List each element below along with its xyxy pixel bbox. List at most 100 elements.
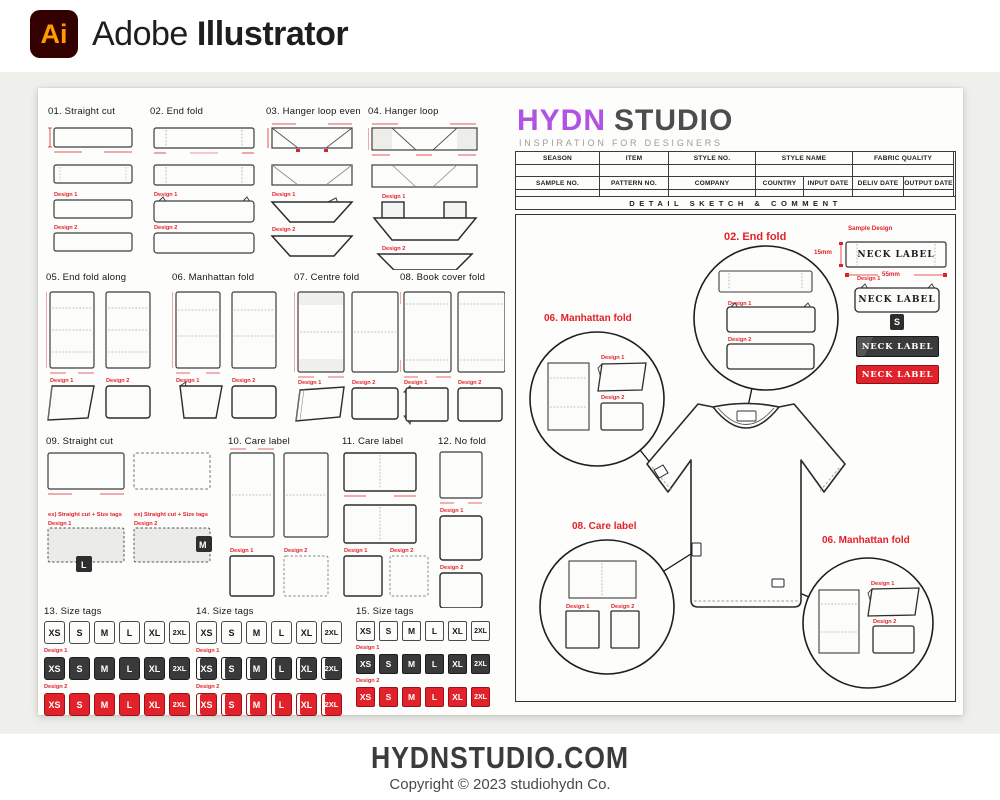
size-tag-l: L bbox=[119, 657, 140, 680]
size-tag-2xl: 2XL bbox=[471, 687, 490, 707]
svg-text:M: M bbox=[199, 540, 207, 550]
callout-circle-end-fold bbox=[693, 245, 839, 391]
svg-text:Design 1: Design 1 bbox=[382, 194, 405, 200]
size-tag-m: M bbox=[402, 687, 421, 707]
fold-diagram-end-fold: Design 1 Design 2 bbox=[153, 127, 255, 254]
svg-text:Design 2: Design 2 bbox=[440, 565, 463, 571]
spec-header-sample-no: SAMPLE NO. bbox=[516, 177, 600, 190]
spec-header-pattern-no: PATTERN NO. bbox=[600, 177, 669, 190]
studio-tagline: INSPIRATION FOR DESIGNERS bbox=[519, 138, 723, 148]
fold-diagram-hanger-loop-even: Design 1 Design 2 bbox=[267, 123, 354, 257]
size-tag-s: S bbox=[379, 654, 398, 674]
size-tag-xs: XS bbox=[356, 687, 375, 707]
size-tag-2xl: 2XL bbox=[321, 621, 342, 644]
spec-cell-empty bbox=[600, 165, 669, 177]
design-label: Design 1 bbox=[196, 648, 220, 654]
section-title: 11. Care label bbox=[342, 436, 404, 447]
svg-text:Design 2: Design 2 bbox=[382, 246, 405, 252]
fold-diagram-care-label: Design 1 Design 2 bbox=[229, 448, 329, 597]
section-11-care-label: 11. Care label Design 1 Design 2 bbox=[342, 436, 437, 600]
size-tag-xl: XL bbox=[296, 693, 317, 716]
section-08-book-cover-fold: 08. Book cover fold Design 1 Design 2 bbox=[400, 272, 505, 426]
section-title: 15. Size tags bbox=[356, 606, 414, 617]
size-tag-xs: XS bbox=[44, 657, 65, 680]
section-10-care-label: 10. Care label Design 1 Design 2 bbox=[228, 436, 338, 600]
svg-text:Design 2: Design 2 bbox=[458, 380, 481, 386]
size-tag-s: S bbox=[379, 687, 398, 707]
svg-text:ex) Straight cut + Size tags: ex) Straight cut + Size tags bbox=[48, 512, 122, 518]
svg-text:Design 1: Design 1 bbox=[871, 581, 894, 587]
adobe-illustrator-icon: Ai bbox=[30, 10, 78, 58]
tshirt-side-label-marker bbox=[691, 542, 702, 557]
callout-label-manhattan-left: 06. Manhattan fold bbox=[544, 313, 632, 324]
design-label: Design 2 bbox=[356, 678, 380, 684]
section-03-hanger-loop-even: 03. Hanger loop even Design 1 Design 2 bbox=[266, 106, 366, 258]
svg-text:Design 2: Design 2 bbox=[873, 619, 896, 625]
size-tag-xl: XL bbox=[296, 657, 317, 680]
svg-text:Design 2: Design 2 bbox=[390, 548, 413, 554]
studio-logo-accent: HYDN bbox=[517, 104, 607, 137]
size-tag-xl: XL bbox=[144, 693, 165, 716]
size-tag-xs: XS bbox=[196, 657, 217, 680]
section-06-manhattan-fold: 06. Manhattan fold Design 1 Design 2 bbox=[172, 272, 292, 426]
spec-header-deliv-date: DELIV DATE bbox=[853, 177, 904, 190]
section-title: 12. No fold bbox=[438, 436, 487, 447]
fold-diagram-straight-cut: Design 1 Design 2 bbox=[48, 127, 133, 252]
svg-text:ex) Straight cut + Size tags: ex) Straight cut + Size tags bbox=[134, 512, 208, 518]
svg-text:Design 2: Design 2 bbox=[352, 380, 375, 386]
size-tag-m: M bbox=[246, 657, 267, 680]
tshirt-neck-label-marker bbox=[736, 410, 757, 422]
svg-text:Design 1: Design 1 bbox=[298, 380, 321, 386]
size-tag-2xl: 2XL bbox=[169, 693, 190, 716]
size-tag-s: S bbox=[221, 693, 242, 716]
fold-diagram-manhattan-fold: Design 1 Design 2 bbox=[172, 291, 277, 419]
dim-width-label: 55mm bbox=[882, 271, 900, 278]
size-tag-l: L bbox=[119, 621, 140, 644]
section-07-centre-fold: 07. Centre fold Design 1 Design 2 bbox=[294, 272, 399, 426]
section-12-no-fold: 12. No fold Design 1 Design 2 bbox=[438, 436, 498, 608]
spec-header-company: COMPANY bbox=[669, 177, 756, 190]
svg-text:Design 2: Design 2 bbox=[232, 378, 255, 384]
spec-header-country: COUNTRY bbox=[756, 177, 804, 190]
size-tag-s: S bbox=[69, 693, 90, 716]
svg-text:L: L bbox=[81, 560, 87, 570]
spec-header-season: SEASON bbox=[516, 152, 600, 165]
callout-label-end-fold: 02. End fold bbox=[724, 231, 787, 243]
fold-diagram-straight-cut-example: ex) Straight cut + Size tags Design 1 L … bbox=[47, 452, 212, 572]
spec-cell-empty bbox=[516, 165, 600, 177]
section-title: 13. Size tags bbox=[44, 606, 102, 617]
size-tag-s: S bbox=[379, 621, 398, 641]
section-title: 07. Centre fold bbox=[294, 272, 360, 283]
dim-height-label: 15mm bbox=[814, 249, 832, 256]
svg-text:Design 1: Design 1 bbox=[154, 192, 177, 198]
fold-diagram-no-fold: Design 1 Design 2 bbox=[439, 451, 483, 608]
size-tag-s: S bbox=[890, 314, 904, 330]
section-title: 06. Manhattan fold bbox=[172, 272, 255, 283]
svg-text:Design 2: Design 2 bbox=[611, 604, 634, 610]
section-04-hanger-loop: 04. Hanger loop Design 1 Design 2 bbox=[368, 106, 483, 270]
size-tag-m: M bbox=[94, 693, 115, 716]
size-tag-s: S bbox=[221, 657, 242, 680]
size-tag-xl: XL bbox=[144, 621, 165, 644]
spec-header-item: ITEM bbox=[600, 152, 669, 165]
callout-circle-manhattan-left bbox=[529, 331, 665, 467]
size-tag-2xl: 2XL bbox=[169, 657, 190, 680]
tshirt-hem-label-marker bbox=[771, 578, 785, 588]
size-tag-xl: XL bbox=[448, 654, 467, 674]
section-title: 08. Book cover fold bbox=[400, 272, 486, 283]
size-tag-m: M bbox=[246, 621, 267, 644]
fold-diagram-hanger-loop: Design 1 Design 2 bbox=[368, 123, 478, 270]
size-tag-xl: XL bbox=[448, 687, 467, 707]
spec-cell-empty bbox=[669, 165, 756, 177]
svg-text:Design 2: Design 2 bbox=[134, 521, 157, 527]
spec-cell-empty bbox=[853, 165, 954, 177]
svg-text:Design 2: Design 2 bbox=[54, 225, 77, 231]
spec-header-style-no: STYLE NO. bbox=[669, 152, 756, 165]
